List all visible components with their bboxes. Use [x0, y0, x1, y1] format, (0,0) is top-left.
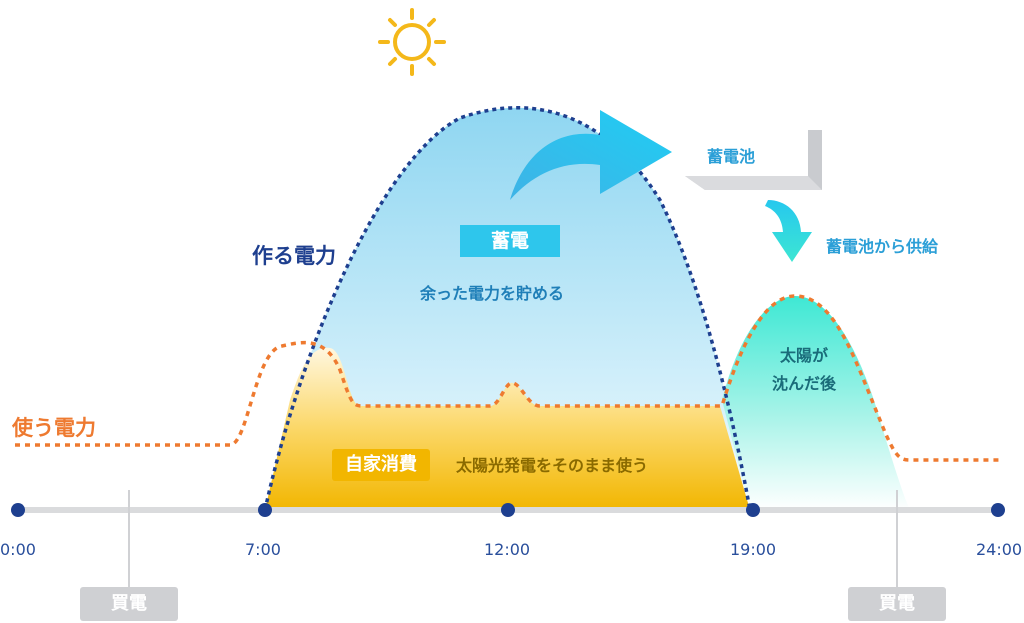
use-power-line — [15, 294, 1000, 462]
arrow-right-icon — [510, 110, 672, 200]
tick-0: 0:00 — [0, 540, 36, 559]
make-power-title: 作る電力 — [252, 244, 336, 268]
arrow-down-icon — [765, 200, 812, 262]
battery-icon — [684, 130, 822, 190]
charge-description: 余った電力を貯める — [420, 284, 565, 303]
axis-dot-19 — [746, 503, 760, 517]
buy-power-badge-left: 買電 — [80, 587, 178, 621]
self-consumption-description: 太陽光発電をそのまま使う — [456, 456, 649, 475]
battery-supply-area — [722, 296, 910, 510]
axis-dot-12 — [501, 503, 515, 517]
tick-12: 12:00 — [484, 540, 531, 559]
axis-dot-0 — [11, 503, 25, 517]
sun-icon — [378, 8, 446, 76]
axis-dot-7 — [258, 503, 272, 517]
tick-19: 19:00 — [730, 540, 777, 559]
self-consumption-badge: 自家消費 — [332, 449, 430, 481]
battery-supply-label: 蓄電池から供給 — [826, 237, 939, 256]
battery-label: 蓄電池 — [707, 147, 756, 166]
buy-power-badge-right: 買電 — [848, 587, 946, 621]
charge-badge: 蓄電 — [460, 225, 560, 257]
axis-dot-24 — [991, 503, 1005, 517]
tick-7: 7:00 — [245, 540, 281, 559]
use-power-title: 使う電力 — [12, 416, 96, 440]
tick-24: 24:00 — [976, 540, 1023, 559]
after-sunset-label: 太陽が 沈んだ後 — [772, 346, 837, 393]
